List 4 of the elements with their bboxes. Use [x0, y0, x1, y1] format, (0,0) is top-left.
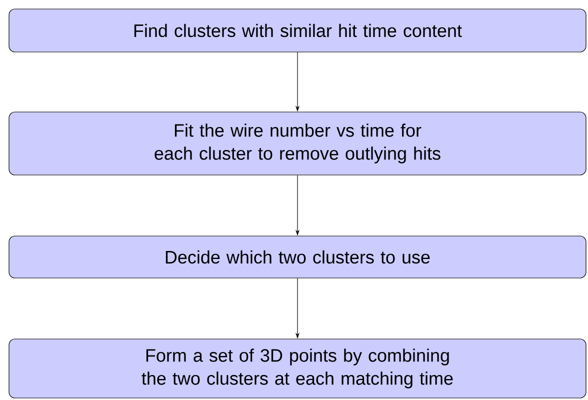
- process-box: Fit the wire number vs time for each cluster to remove outlying hits: [8, 112, 586, 176]
- process-box: Form a set of 3D points by combining the two clusters at each matching time: [8, 338, 586, 398]
- process-box: Find clusters with similar hit time content: [8, 8, 586, 52]
- process-box: Decide which two clusters to use: [8, 236, 586, 278]
